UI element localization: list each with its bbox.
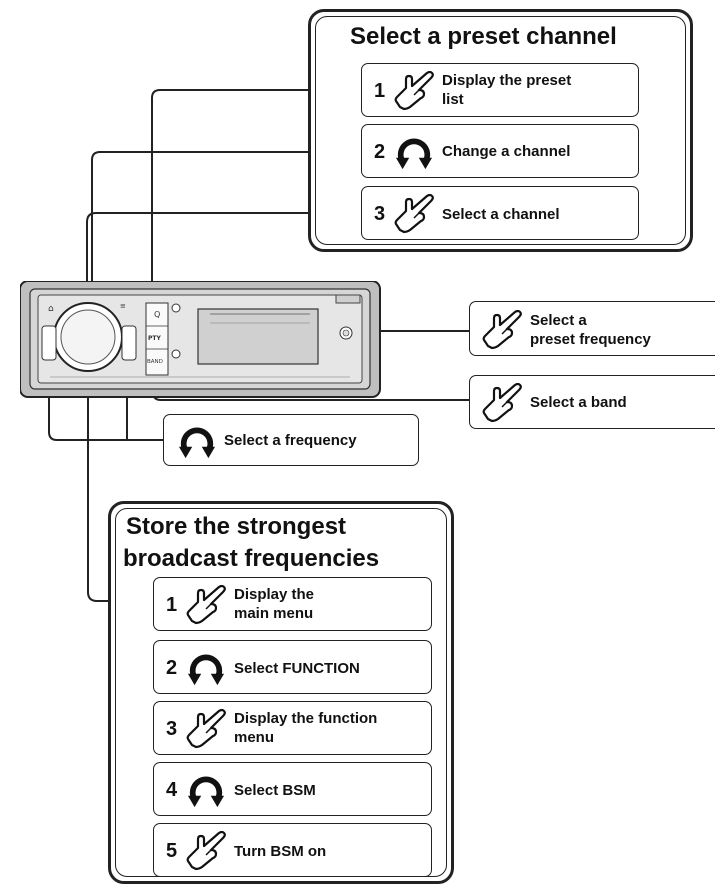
store-step-3: 3 Display the function menu bbox=[153, 701, 432, 755]
press-hand-icon bbox=[186, 831, 226, 871]
step-number: 2 bbox=[166, 657, 178, 679]
store-panel-title-line1: Store the strongest bbox=[126, 513, 347, 540]
rotate-icon bbox=[187, 649, 225, 687]
step-number: 4 bbox=[166, 779, 178, 801]
preset-panel-title: Select a preset channel bbox=[350, 23, 617, 50]
step-number: 5 bbox=[166, 840, 178, 862]
step-text: Select FUNCTION bbox=[234, 660, 360, 677]
press-hand-icon bbox=[186, 709, 226, 749]
svg-text:≡: ≡ bbox=[120, 302, 126, 310]
pty-button-label: PTY bbox=[148, 335, 161, 342]
rotate-icon bbox=[395, 133, 433, 171]
press-hand-icon bbox=[186, 585, 226, 625]
press-hand-icon bbox=[482, 310, 522, 350]
step-text: Select BSM bbox=[234, 782, 316, 799]
callout-band: Select a band bbox=[469, 375, 715, 429]
press-hand-icon bbox=[394, 194, 434, 234]
step-text: Display the function menu bbox=[234, 710, 378, 746]
step-text: Change a channel bbox=[442, 143, 571, 160]
step-number: 3 bbox=[166, 718, 178, 740]
rotate-icon bbox=[187, 771, 225, 809]
step-text: Turn BSM on bbox=[234, 843, 327, 860]
preset-step-1: 1 Display the preset list bbox=[361, 63, 639, 117]
callout-text: Select a band bbox=[530, 394, 627, 411]
step-text: Select a channel bbox=[442, 206, 560, 223]
store-panel-title-line2: broadcast frequencies bbox=[123, 545, 380, 572]
preset-step-2: 2 Change a channel bbox=[361, 124, 639, 178]
store-step-1: 1 Display the main menu bbox=[153, 577, 432, 631]
press-hand-icon bbox=[482, 383, 522, 423]
step-text: Display the preset list bbox=[442, 72, 572, 108]
callout-text: Select a frequency bbox=[224, 432, 357, 449]
search-button-label: Q bbox=[154, 310, 160, 319]
step-number: 1 bbox=[166, 594, 178, 616]
callout-text: Select a preset frequency bbox=[530, 312, 651, 348]
store-step-2: 2 Select FUNCTION bbox=[153, 640, 432, 694]
step-number: 3 bbox=[374, 203, 386, 225]
rotate-icon bbox=[178, 422, 216, 460]
store-step-4: 4 Select BSM bbox=[153, 762, 432, 816]
step-number: 1 bbox=[374, 80, 386, 102]
step-number: 2 bbox=[374, 141, 386, 163]
callout-preset-frequency: Select a preset frequency bbox=[469, 301, 715, 356]
preset-step-3: 3 Select a channel bbox=[361, 186, 639, 240]
band-button-label: BAND bbox=[147, 359, 163, 365]
store-step-5: 5 Turn BSM on bbox=[153, 823, 432, 877]
press-hand-icon bbox=[394, 71, 434, 111]
callout-frequency: Select a frequency bbox=[163, 414, 419, 466]
svg-text:⌂: ⌂ bbox=[48, 304, 54, 314]
car-stereo-head-unit: ⌂ ≡ Q PTY BAND bbox=[20, 281, 381, 398]
step-text: Display the main menu bbox=[234, 586, 315, 622]
